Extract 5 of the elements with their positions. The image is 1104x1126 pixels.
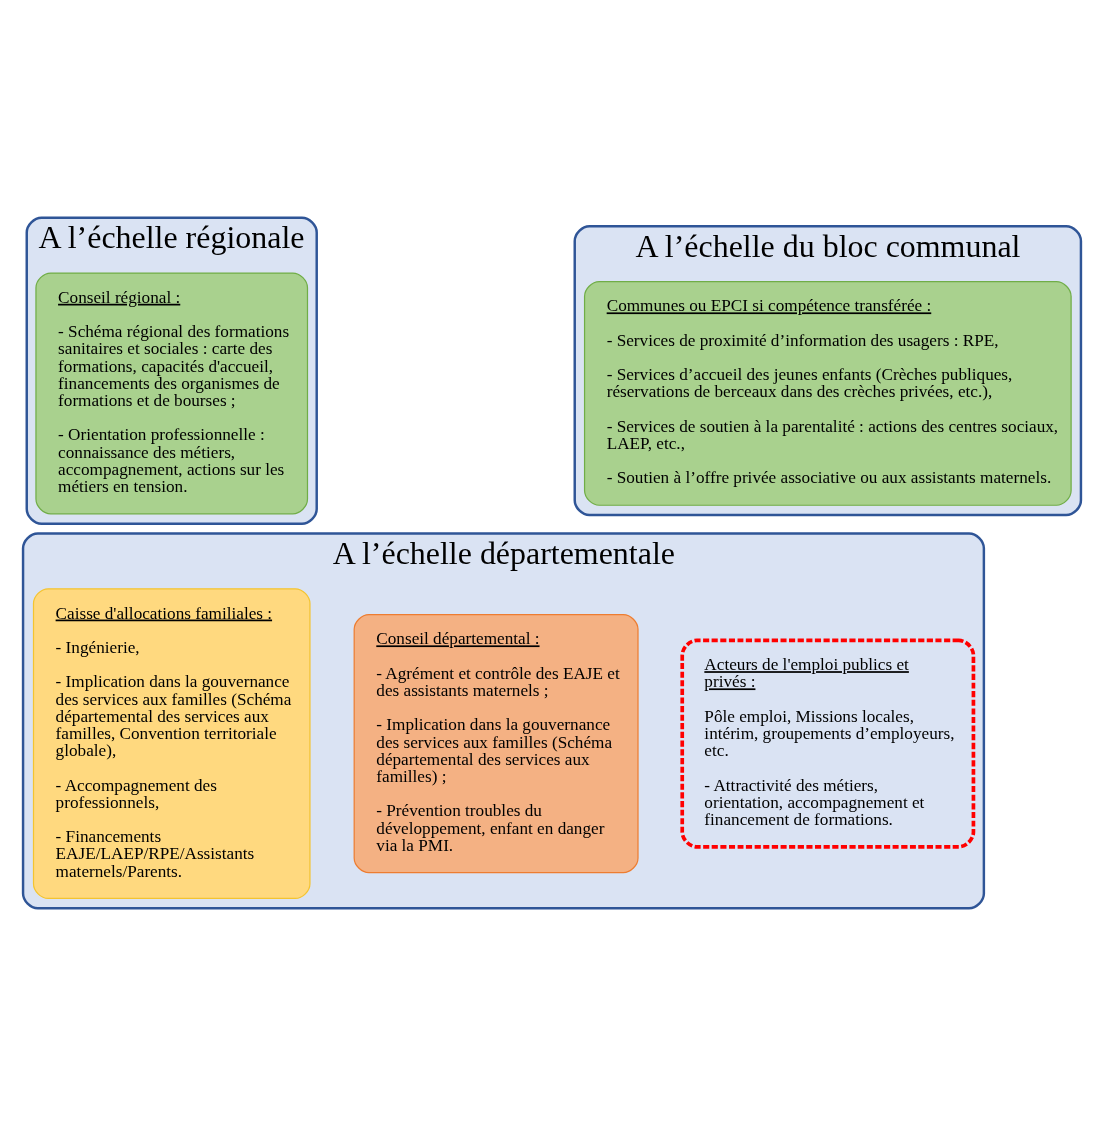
node-box: Conseil régional : - Schéma régional des formations sanitaires et sociales : carte des formations, capacités d'accueil, financements des organismes de formations et de bourses ; - Orientation professionnelle : connaissance des métiers, accompagnement, actions sur les métiers en tension. bbox=[35, 272, 309, 515]
node-box: Caisse d'allocations familiales : - Ingénierie, - Implication dans la gouvernance des services aux familles (Schéma départemental des services aux familles, Convention territoriale globale), - Accompagnement des professionnels, - Financements EAJE/LAEP/RPE/Assistants maternels/Parents. bbox=[32, 588, 311, 900]
node-box: Conseil départemental : - Agrément et contrôle des EAJE et des assistants maternels ; - Implication dans la gouvernance des services aux familles (Schéma départemental des services aux familles) ; - Prévention troubles du développement, enfant en danger via la PMI. bbox=[353, 614, 639, 874]
node-box: Acteurs de l'emploi publics et privés : Pôle emploi, Missions locales, intérim, groupements d’employeurs, etc. - Attractivité des métiers, orientation, accompagnement et financement de formations. bbox=[680, 638, 976, 849]
node-box: Communes ou EPCI si compétence transférée : - Services de proximité d’information des usagers : RPE, - Services d’accueil des jeunes enfants (Crèches publiques, réservations de berceaux dans des crèches privées, etc.), - Services de soutien à la parentalité : actions des centres sociaux, LAEP, etc., - Soutien à l’offre privée associative ou aux assistants maternels. bbox=[583, 281, 1072, 506]
